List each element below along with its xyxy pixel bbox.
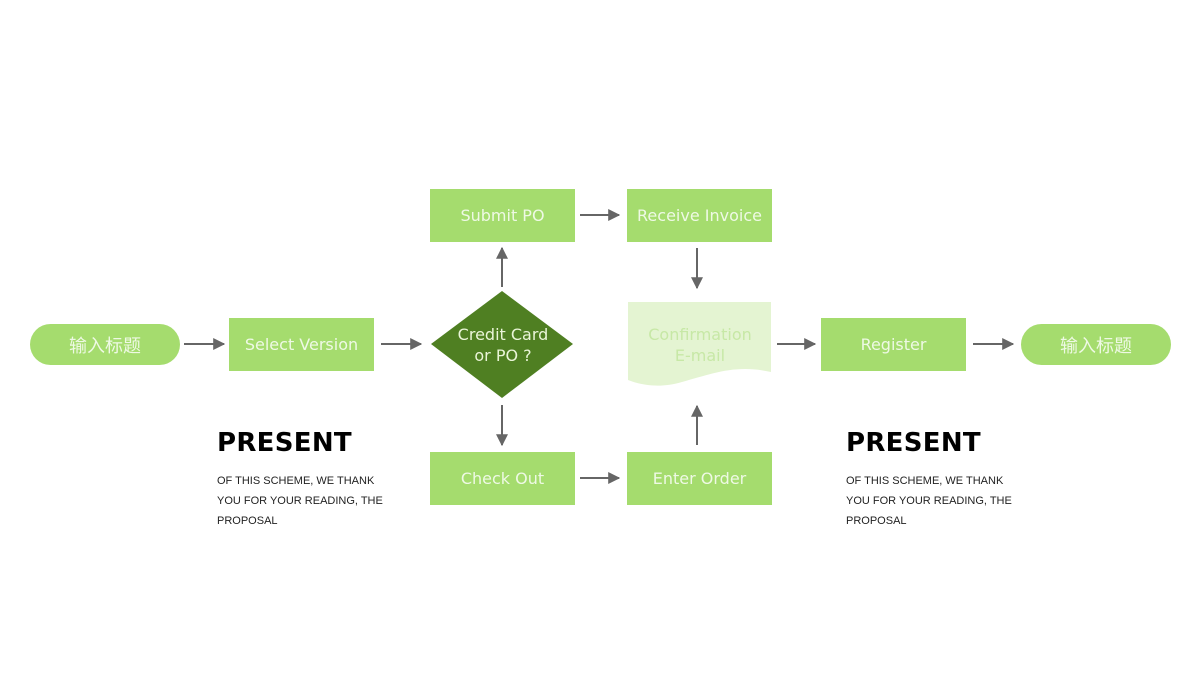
decision-label-line2: or PO ? xyxy=(474,346,531,365)
right-caption-body: OF THIS SCHEME, WE THANK YOU FOR YOUR RE… xyxy=(846,475,1012,527)
check-out-box: Check Out xyxy=(430,452,575,505)
end-terminal: 输入标题 xyxy=(1021,324,1171,365)
confirmation-label-line2: E-mail xyxy=(675,346,725,365)
left-caption-body: OF THIS SCHEME, WE THANK YOU FOR YOUR RE… xyxy=(217,475,383,527)
left-caption-title: PRESENT xyxy=(217,428,352,458)
start-terminal: 输入标题 xyxy=(30,324,180,365)
decision-label-line1: Credit Card xyxy=(458,325,549,344)
receive-invoice-box: Receive Invoice xyxy=(627,189,772,242)
decision-diamond xyxy=(431,291,573,398)
confirmation-document-shape xyxy=(628,302,771,386)
register-box: Register xyxy=(821,318,966,371)
select-version-box: Select Version xyxy=(229,318,374,371)
submit-po-box: Submit PO xyxy=(430,189,575,242)
enter-order-box: Enter Order xyxy=(627,452,772,505)
confirmation-label-line1: Confirmation xyxy=(648,325,752,344)
right-caption-title: PRESENT xyxy=(846,428,981,458)
